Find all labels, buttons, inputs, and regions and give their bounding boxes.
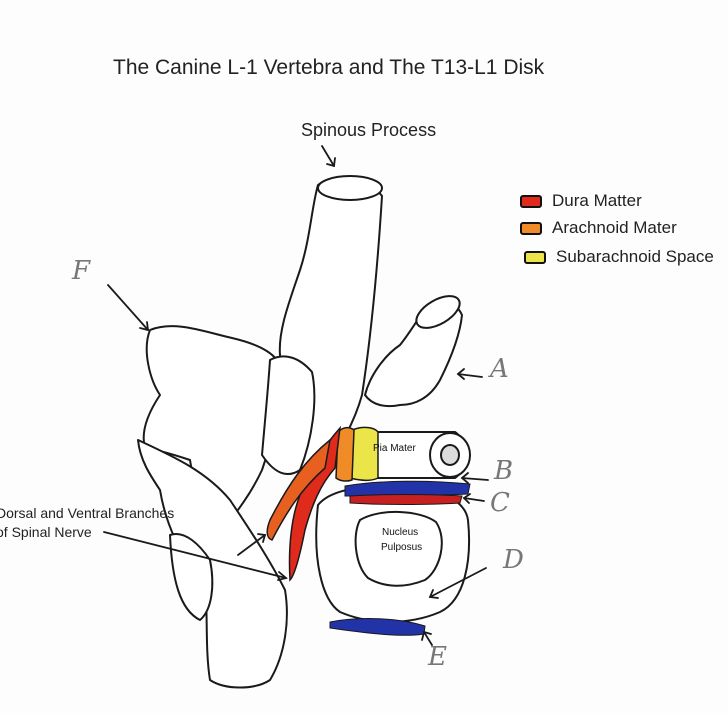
legend-swatch-arachnoid	[520, 221, 542, 235]
legend-item-arachnoid: Arachnoid Mater	[520, 217, 677, 239]
label-pulposus: Pulposus	[381, 542, 423, 553]
dorsal-ligament-blue	[344, 480, 471, 497]
arrow-e	[423, 631, 433, 646]
spinous-process-tip	[317, 175, 383, 201]
label-nerve-line1: Dorsal and Ventral Branches	[0, 505, 175, 521]
legend-label-subarachnoid: Subarachnoid Space	[556, 247, 714, 266]
nucleus-pulposus-shape	[354, 511, 443, 587]
arrow-b	[461, 477, 489, 481]
nerve-branch-shape	[266, 438, 332, 541]
arrow-nerve-upper	[237, 534, 266, 556]
letter-c: C	[490, 488, 510, 518]
diagram-title: The Canine L-1 Vertebra and The T13-L1 D…	[113, 56, 545, 79]
pedicle-shape	[137, 439, 288, 689]
arrow-d	[429, 567, 487, 598]
legend-label-arachnoid: Arachnoid Mater	[552, 218, 677, 237]
label-pia-mater: Pia Mater	[373, 443, 416, 454]
letter-f: F	[72, 256, 91, 286]
lower-process-shape	[169, 533, 214, 621]
dorsal-ligament-red	[349, 494, 463, 505]
legend-swatch-dura	[520, 194, 542, 208]
letter-d: D	[503, 545, 524, 575]
legend-item-subarachnoid: Subarachnoid Space	[524, 246, 714, 268]
legend-item-dura: Dura Matter	[520, 190, 642, 212]
letter-e: E	[428, 642, 447, 672]
label-nerve-line2: of Spinal Nerve	[0, 524, 92, 540]
spinal-cord-core	[440, 444, 460, 466]
subarachnoid-band	[349, 426, 379, 482]
arachnoid-band	[335, 426, 355, 482]
letter-b: B	[494, 456, 514, 486]
arrow-nerve-lower	[103, 531, 287, 579]
arrow-c	[463, 497, 485, 502]
arrow-spinous	[321, 145, 335, 167]
label-spinous-process: Spinous Process	[301, 120, 437, 140]
arrow-f	[107, 284, 149, 331]
articular-process-shape	[364, 300, 463, 408]
label-nucleus: Nucleus	[382, 527, 419, 538]
legend-label-dura: Dura Matter	[552, 191, 642, 210]
legend-swatch-subarachnoid	[524, 250, 546, 264]
letter-a: A	[490, 354, 509, 384]
arrow-a	[457, 373, 483, 378]
articular-facet	[415, 295, 461, 329]
